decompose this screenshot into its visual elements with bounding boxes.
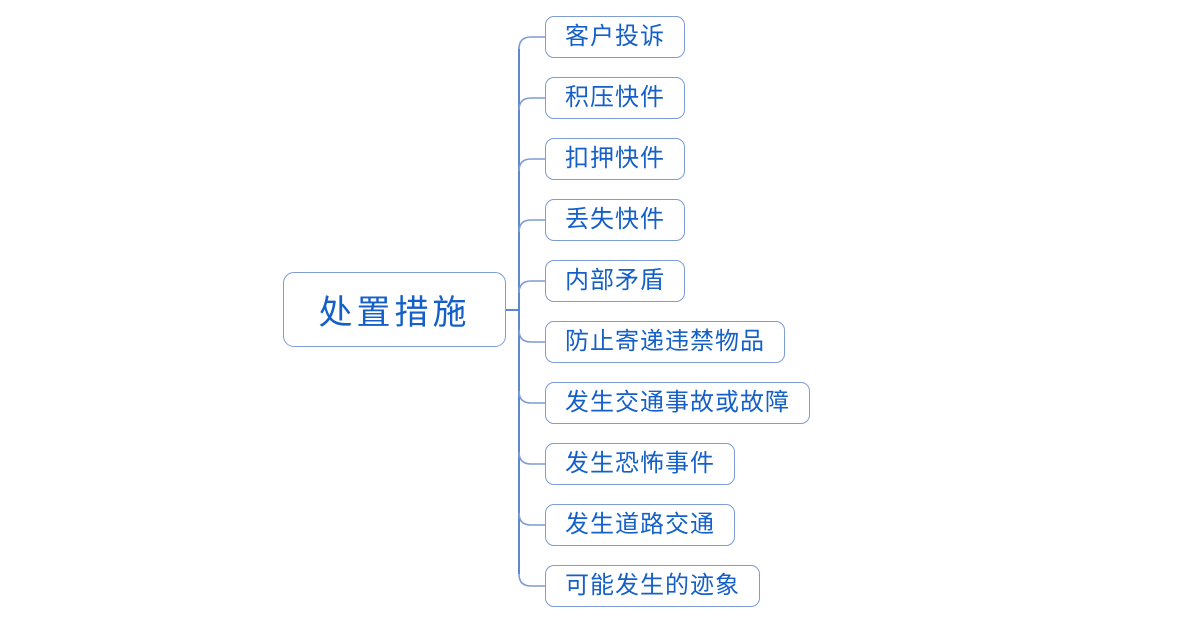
mindmap-node-prohibited-items[interactable]: 防止寄递违禁物品 [545, 321, 785, 363]
mindmap-node-traffic-accident-breakdown[interactable]: 发生交通事故或故障 [545, 382, 810, 424]
mindmap-node-road-traffic[interactable]: 发生道路交通 [545, 504, 735, 546]
branch-connector [518, 451, 545, 465]
branch-connector [518, 280, 545, 294]
mindmap-node-internal-conflicts[interactable]: 内部矛盾 [545, 260, 685, 302]
branch-connector [518, 329, 545, 343]
branch-connector [518, 36, 545, 50]
mindmap-node-terrorist-incident[interactable]: 发生恐怖事件 [545, 443, 735, 485]
branch-connector [518, 219, 545, 233]
branch-connector [518, 97, 545, 111]
branch-connector [518, 158, 545, 172]
mindmap-node-lost-shipments[interactable]: 丢失快件 [545, 199, 685, 241]
mindmap-node-possible-signs[interactable]: 可能发生的迹象 [545, 565, 760, 607]
mindmap-root-node[interactable]: 处置措施 [283, 272, 506, 347]
branch-connector [518, 512, 545, 526]
mindmap-node-customer-complaints[interactable]: 客户投诉 [545, 16, 685, 58]
branch-connector [518, 573, 545, 587]
mindmap-node-detained-shipments[interactable]: 扣押快件 [545, 138, 685, 180]
branch-connector [518, 390, 545, 404]
mindmap-node-backlogged-shipments[interactable]: 积压快件 [545, 77, 685, 119]
